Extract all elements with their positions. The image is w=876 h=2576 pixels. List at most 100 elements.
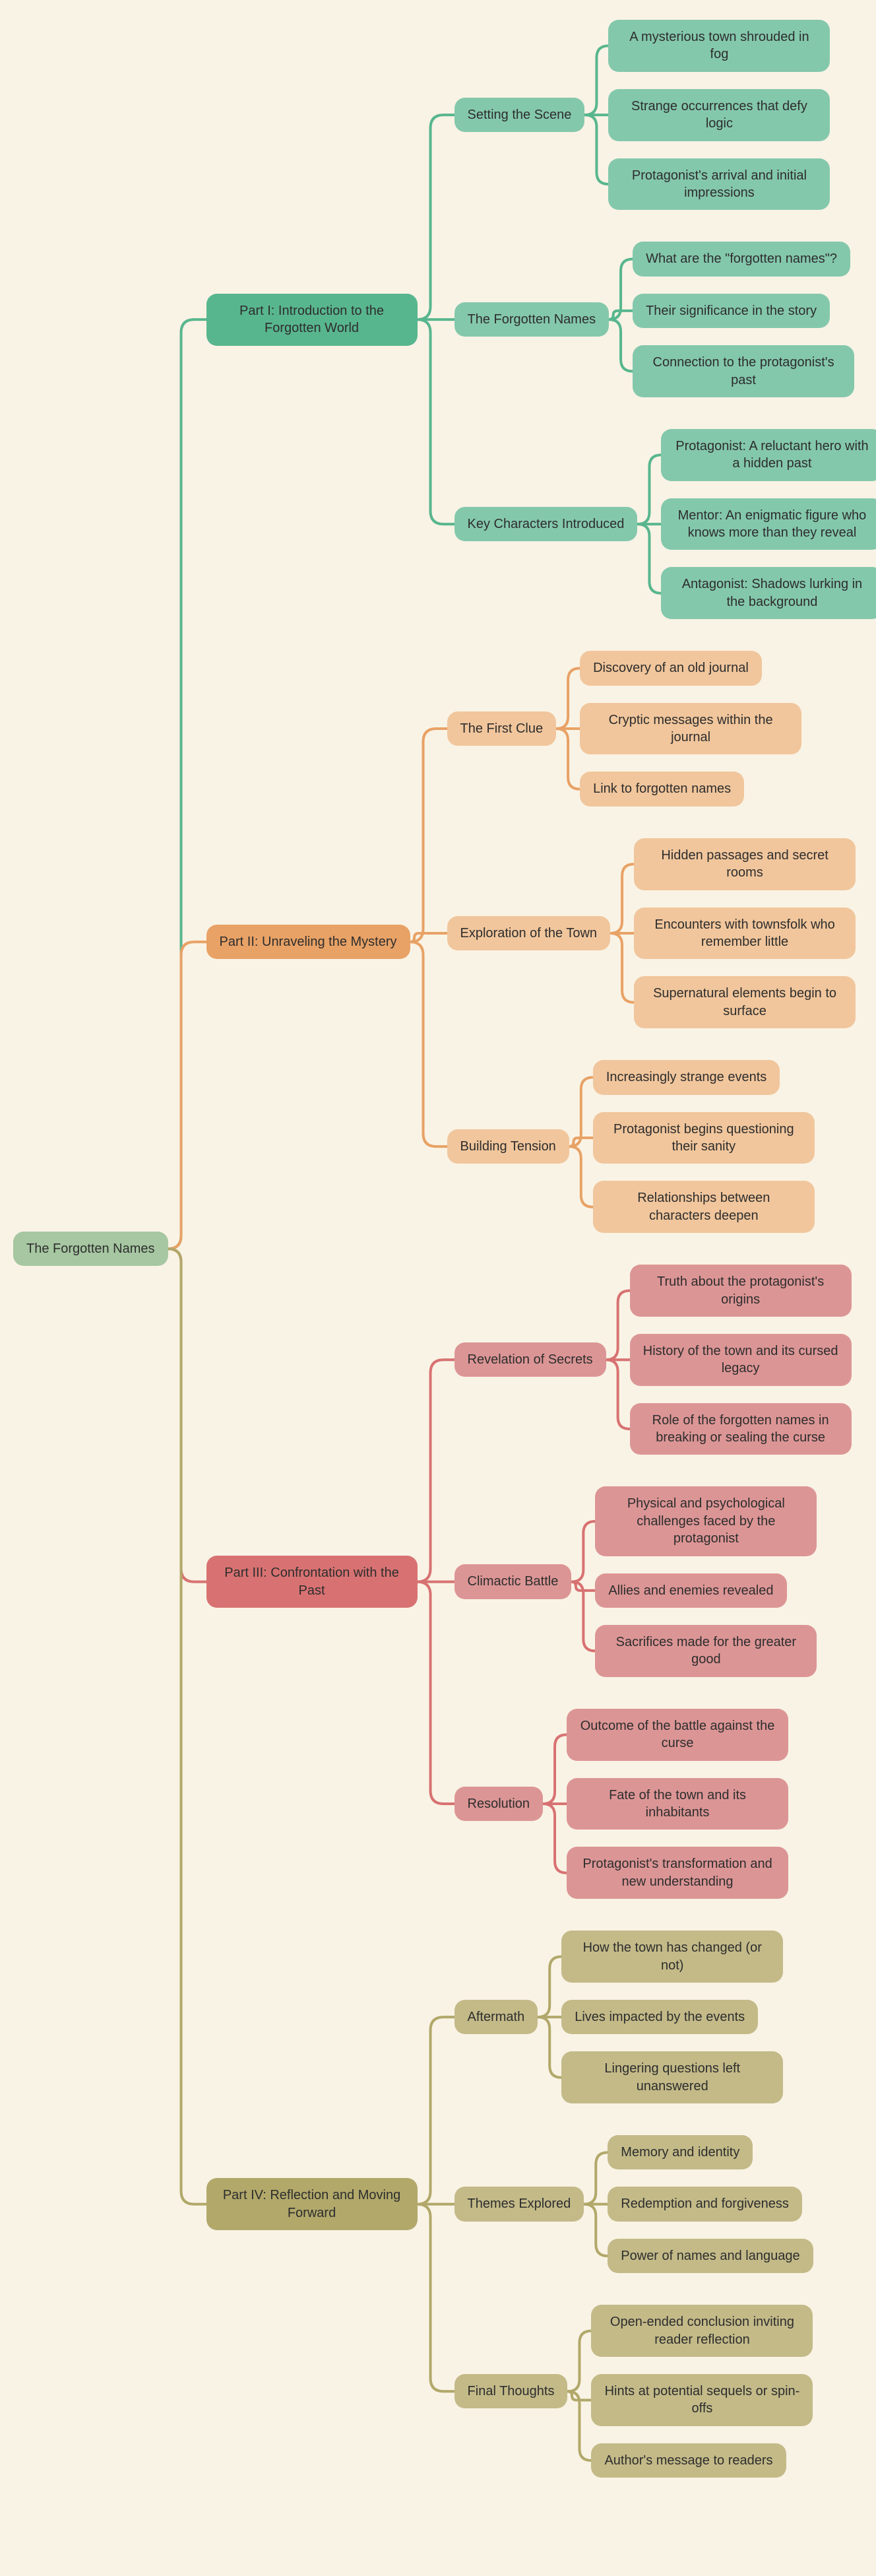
mindmap-node-group: Redemption and forgiveness — [608, 2187, 813, 2222]
children-column: Protagonist: A reluctant hero with a hid… — [661, 428, 876, 620]
detail-node[interactable]: Open-ended conclusion inviting reader re… — [591, 2305, 813, 2358]
mindmap-node-group: Discovery of an old journal — [580, 651, 801, 686]
part-node[interactable]: Part III: Confrontation with the Past — [206, 1556, 418, 1608]
detail-node[interactable]: Strange occurrences that defy logic — [608, 88, 830, 141]
detail-node[interactable]: Role of the forgotten names in breaking … — [629, 1403, 852, 1455]
topic-node[interactable]: Climactic Battle — [454, 1564, 572, 1599]
detail-node[interactable]: What are the "forgotten names"? — [633, 242, 850, 277]
part-node[interactable]: Part IV: Reflection and Moving Forward — [206, 2178, 418, 2231]
mindmap-node-group: Protagonist: A reluctant hero with a hid… — [661, 428, 876, 481]
children-column: Physical and psychological challenges fa… — [595, 1486, 817, 1677]
mindmap-node-group: Part II: Unraveling the Mystery The First… — [206, 651, 876, 1234]
children-column: Open-ended conclusion inviting reader re… — [591, 2305, 813, 2478]
mindmap-node-group: Strange occurrences that defy logic — [608, 88, 830, 141]
detail-node[interactable]: A mysterious town shrouded in fog — [608, 20, 830, 72]
detail-node[interactable]: Power of names and language — [608, 2238, 813, 2274]
topic-node[interactable]: Aftermath — [454, 1999, 538, 2035]
detail-node[interactable]: Author's message to readers — [591, 2443, 786, 2478]
topic-node[interactable]: Building Tension — [447, 1129, 569, 1164]
topic-node[interactable]: The Forgotten Names — [454, 302, 610, 337]
topic-node[interactable]: Setting the Scene — [454, 97, 585, 133]
detail-node[interactable]: Increasingly strange events — [592, 1060, 780, 1095]
topic-node[interactable]: Key Characters Introduced — [454, 506, 638, 542]
topic-node[interactable]: The First Clue — [447, 711, 557, 746]
detail-node[interactable]: Lingering questions left unanswered — [561, 2051, 784, 2104]
detail-node[interactable]: History of the town and its cursed legac… — [629, 1333, 852, 1386]
detail-node[interactable]: Connection to the protagonist's past — [633, 345, 855, 397]
detail-node[interactable]: Redemption and forgiveness — [608, 2187, 802, 2222]
detail-node[interactable]: Hints at potential sequels or spin-offs — [591, 2374, 813, 2426]
mindmap-node-group: Role of the forgotten names in breaking … — [629, 1403, 852, 1455]
mindmap-node-group: Protagonist begins questioning their san… — [592, 1111, 815, 1164]
detail-node[interactable]: Truth about the protagonist's origins — [629, 1265, 852, 1317]
detail-node[interactable]: Their significance in the story — [633, 293, 830, 329]
mindmap-node-group: Memory and identity — [608, 2135, 813, 2170]
detail-node[interactable]: Lives impacted by the events — [561, 1999, 759, 2035]
mindmap-node-group: Setting the Scene A mysterious town shrou… — [454, 20, 876, 211]
detail-node[interactable]: Protagonist begins questioning their san… — [592, 1111, 815, 1164]
children-column: Aftermath How the town has changed (or no… — [454, 1931, 813, 2478]
detail-node[interactable]: Link to forgotten names — [580, 772, 745, 807]
mindmap-node-group: Resolution Outcome of the battle against … — [454, 1708, 852, 1899]
detail-node[interactable]: Antagonist: Shadows lurking in the backg… — [661, 567, 876, 620]
mindmap-node-group: Aftermath How the town has changed (or no… — [454, 1931, 813, 2104]
mindmap-node-group: Part I: Introduction to the Forgotten Wo… — [206, 20, 876, 620]
detail-node[interactable]: Allies and enemies revealed — [595, 1573, 787, 1608]
mindmap-node-group: Hints at potential sequels or spin-offs — [591, 2374, 813, 2426]
mindmap-node-group: Building Tension Increasingly strange eve… — [447, 1060, 856, 1234]
mindmap-node-group: Final Thoughts Open-ended conclusion invi… — [454, 2305, 813, 2478]
detail-node[interactable]: Sacrifices made for the greater good — [595, 1625, 817, 1677]
children-column: How the town has changed (or not) Lives i… — [561, 1931, 784, 2104]
mindmap-root-group: The Forgotten Names Part I: Introduction … — [13, 20, 876, 2478]
mindmap-node-group: History of the town and its cursed legac… — [629, 1333, 852, 1386]
mindmap-node-group: Antagonist: Shadows lurking in the backg… — [661, 567, 876, 620]
detail-node[interactable]: Discovery of an old journal — [580, 651, 762, 686]
root-node[interactable]: The Forgotten Names — [13, 1231, 168, 1267]
detail-node[interactable]: Memory and identity — [608, 2135, 753, 2170]
detail-node[interactable]: Mentor: An enigmatic figure who knows mo… — [661, 498, 876, 550]
mindmap-canvas: The Forgotten Names Part I: Introduction … — [13, 20, 876, 2478]
detail-node[interactable]: Hidden passages and secret rooms — [634, 838, 856, 890]
detail-node[interactable]: Cryptic messages within the journal — [580, 702, 802, 755]
part-node[interactable]: Part II: Unraveling the Mystery — [206, 924, 410, 960]
mindmap-node-group: The First Clue Discovery of an old journa… — [447, 651, 856, 807]
detail-node[interactable]: Physical and psychological challenges fa… — [595, 1486, 817, 1556]
topic-node[interactable]: Revelation of Secrets — [454, 1342, 606, 1377]
detail-node[interactable]: Protagonist: A reluctant hero with a hid… — [661, 428, 876, 481]
mindmap-node-group: A mysterious town shrouded in fog — [608, 20, 830, 72]
topic-node[interactable]: Final Thoughts — [454, 2374, 568, 2409]
mindmap-node-group: Open-ended conclusion inviting reader re… — [591, 2305, 813, 2358]
detail-node[interactable]: Protagonist's arrival and initial impres… — [608, 158, 830, 211]
mindmap-node-group: Relationships between characters deepen — [592, 1181, 815, 1234]
children-column: The First Clue Discovery of an old journa… — [447, 651, 856, 1234]
mindmap-node-group: Lives impacted by the events — [561, 1999, 783, 2035]
part-node[interactable]: Part I: Introduction to the Forgotten Wo… — [206, 293, 418, 346]
topic-node[interactable]: Resolution — [454, 1786, 544, 1822]
detail-node[interactable]: Relationships between characters deepen — [592, 1181, 815, 1234]
detail-node[interactable]: Fate of the town and its inhabitants — [567, 1777, 789, 1830]
detail-node[interactable]: Outcome of the battle against the curse — [567, 1708, 789, 1761]
mindmap-node-group: Protagonist's arrival and initial impres… — [608, 158, 830, 211]
topic-node[interactable]: Themes Explored — [454, 2187, 584, 2222]
topic-node[interactable]: Exploration of the Town — [447, 915, 611, 951]
mindmap-node-group: Protagonist's transformation and new und… — [567, 1847, 789, 1899]
detail-node[interactable]: Protagonist's transformation and new und… — [567, 1847, 789, 1899]
mindmap-node-group: Climactic Battle Physical and psychologic… — [454, 1486, 852, 1677]
children-column: Revelation of Secrets Truth about the pro… — [454, 1265, 852, 1899]
mindmap-node-group: What are the "forgotten names"? — [633, 242, 854, 277]
detail-node[interactable]: Encounters with townsfolk who remember l… — [634, 907, 856, 960]
mindmap-node-group: Increasingly strange events — [592, 1060, 815, 1095]
mindmap-node-group: How the town has changed (or not) — [561, 1931, 784, 1983]
mindmap-node-group: Key Characters Introduced Protagonist: A … — [454, 428, 876, 620]
detail-node[interactable]: Supernatural elements begin to surface — [634, 976, 856, 1029]
mindmap-node-group: Part III: Confrontation with the Past Rev… — [206, 1265, 876, 1899]
mindmap-node-group: Power of names and language — [608, 2238, 813, 2274]
detail-node[interactable]: How the town has changed (or not) — [561, 1931, 784, 1983]
